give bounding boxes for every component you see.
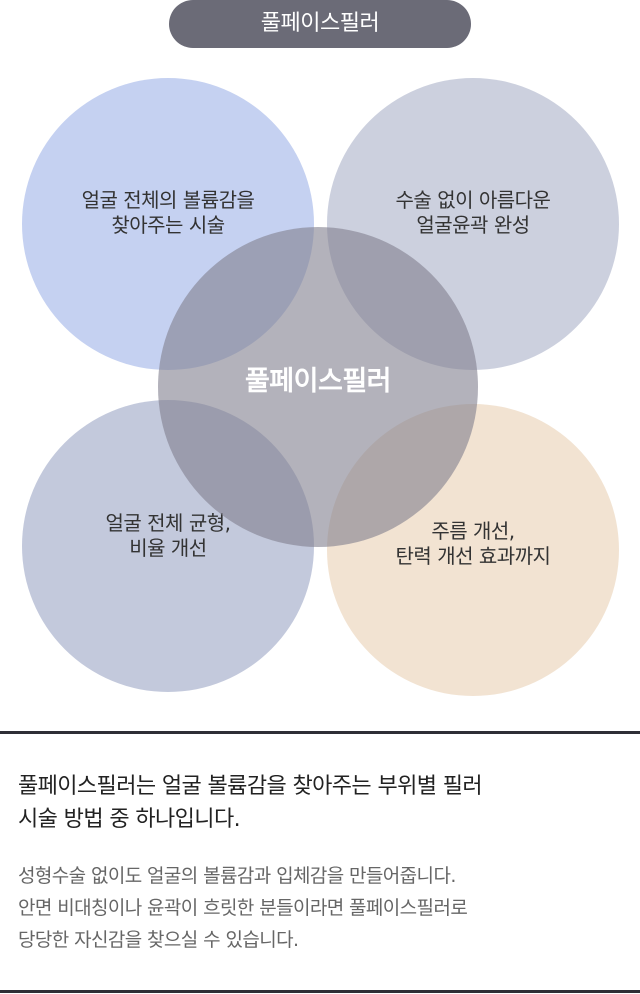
description-body: 성형수술 없이도 얼굴의 볼륨감과 입체감을 만들어줍니다. 안면 비대칭이나 … — [18, 865, 468, 951]
title-pill: 풀페이스필러 — [169, 0, 471, 48]
venn-diagram: 얼굴 전체의 볼륨감을 찾아주는 시술 수술 없이 아름다운 얼굴윤곽 완성 얼… — [0, 70, 640, 710]
divider-bottom — [0, 990, 640, 993]
description-headline: 풀페이스필러는 얼굴 볼륨감을 찾아주는 부위별 필러 시술 방법 중 하나입니… — [18, 774, 483, 832]
divider-top — [0, 731, 640, 734]
circle-volume: 얼굴 전체의 볼륨감을 찾아주는 시술 — [22, 78, 314, 370]
circle-center-title: 풀페이스필러 — [158, 227, 478, 547]
